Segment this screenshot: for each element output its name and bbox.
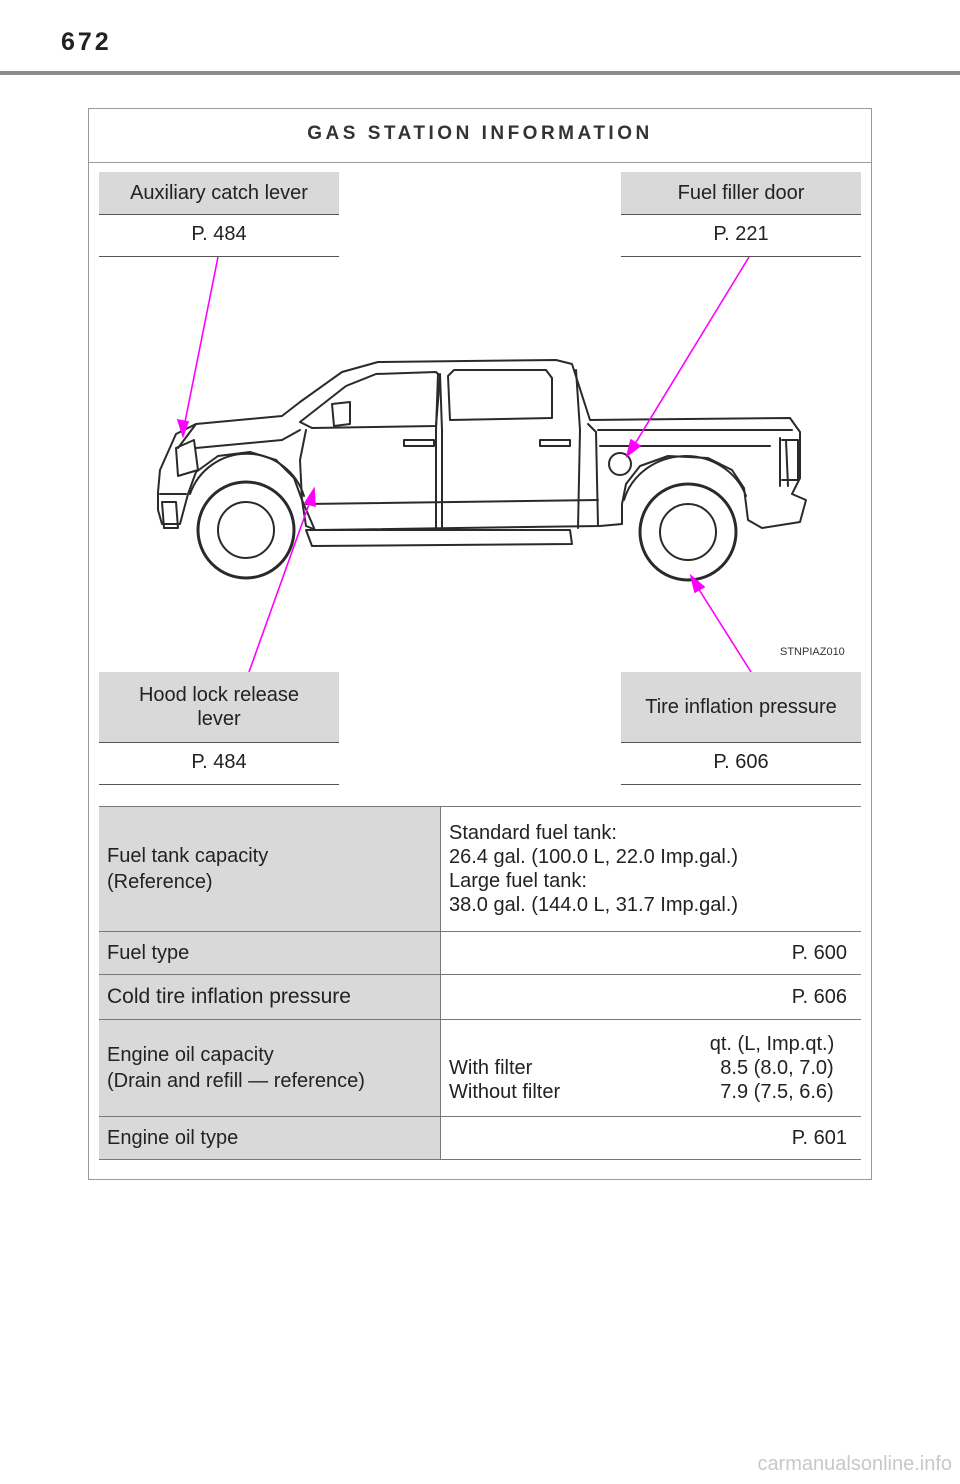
spec-label: Fuel tank capacity (Reference) (99, 807, 441, 931)
fuel-tank-value-line1: Standard fuel tank: (449, 822, 617, 844)
spec-label: Fuel type (99, 932, 441, 974)
engine-oil-capacity-label-line1: Engine oil capacity (107, 1044, 274, 1066)
fuel-tank-value-line4: 38.0 gal. (144.0 L, 31.7 Imp.gal.) (449, 894, 739, 916)
callout-tire-inflation: Tire inflation pressure P. 606 (621, 672, 861, 785)
leader-tire-inflation (692, 579, 752, 673)
fuel-tank-value-line2: 26.4 gal. (100.0 L, 22.0 Imp.gal.) (449, 846, 739, 868)
rear-wheel (638, 482, 738, 582)
fuel-type-value: P. 600 (791, 942, 847, 964)
spec-value: P. 606 (441, 975, 861, 1019)
fuel-door-shape (608, 452, 632, 476)
fuel-type-label: Fuel type (107, 942, 190, 964)
leader-aux-catch-lever (182, 256, 219, 433)
oil-with-filter-value: 8.5 (8.0, 7.0) (720, 1057, 834, 1079)
cold-tire-value: P. 606 (791, 986, 847, 1008)
top-rule (0, 71, 960, 75)
spec-row-engine-oil-type: Engine oil type P. 601 (99, 1117, 861, 1160)
callout-label: Fuel filler door (621, 172, 861, 215)
spec-value: qt. (L, Imp.qt.) With filter 8.5 (8.0, 7… (441, 1020, 861, 1116)
callout-label-line1: Hood lock release (138, 684, 300, 706)
cold-tire-label: Cold tire inflation pressure (107, 985, 351, 1008)
spec-label: Engine oil capacity (Drain and refill — … (99, 1020, 441, 1116)
callout-label-line2: lever (197, 708, 241, 730)
oil-without-filter-value: 7.9 (7.5, 6.6) (720, 1081, 834, 1103)
spec-value: P. 600 (441, 932, 861, 974)
spec-value: P. 601 (441, 1117, 861, 1159)
spec-label: Engine oil type (99, 1117, 441, 1159)
callout-label: Auxiliary catch lever (99, 172, 339, 215)
callout-page-ref: P. 484 (99, 743, 339, 785)
oil-unit: qt. (L, Imp.qt.) (709, 1033, 835, 1055)
fuel-tank-label-line2: (Reference) (107, 871, 213, 893)
fuel-tank-value-line3: Large fuel tank: (449, 870, 587, 892)
engine-oil-type-value: P. 601 (791, 1127, 847, 1149)
page-number: 672 (61, 28, 112, 56)
engine-oil-type-label: Engine oil type (107, 1127, 239, 1149)
spec-row-fuel-tank: Fuel tank capacity (Reference) Standard … (99, 807, 861, 932)
front-window (299, 371, 441, 429)
callout-hood-lock-release: Hood lock release lever P. 484 (99, 672, 339, 785)
oil-with-filter-label: With filter (449, 1057, 533, 1079)
callout-aux-catch-lever: Auxiliary catch lever P. 484 (99, 172, 339, 257)
watermark: carmanualsonline.info (757, 1453, 952, 1475)
rear-window (447, 369, 553, 421)
spec-label: Cold tire inflation pressure (99, 975, 441, 1019)
callout-fuel-filler-door: Fuel filler door P. 221 (621, 172, 861, 257)
spec-row-fuel-type: Fuel type P. 600 (99, 932, 861, 975)
engine-oil-capacity-label-line2: (Drain and refill — reference) (107, 1070, 365, 1092)
fuel-tank-label-line1: Fuel tank capacity (107, 845, 269, 867)
callout-label: Hood lock release lever (99, 672, 339, 743)
leader-hood-lock-release (248, 492, 314, 673)
spec-value: Standard fuel tank: 26.4 gal. (100.0 L, … (441, 807, 861, 931)
spec-table: Fuel tank capacity (Reference) Standard … (99, 806, 861, 1160)
callout-page-ref: P. 606 (621, 743, 861, 785)
spec-row-cold-tire: Cold tire inflation pressure P. 606 (99, 975, 861, 1020)
callout-page-ref: P. 221 (621, 215, 861, 257)
callout-label: Tire inflation pressure (621, 672, 861, 743)
front-wheel (196, 480, 296, 580)
spec-row-engine-oil-capacity: Engine oil capacity (Drain and refill — … (99, 1020, 861, 1117)
figure-code: STNPIAZ010 (780, 646, 845, 658)
callout-page-ref: P. 484 (99, 215, 339, 257)
leader-fuel-filler-door (629, 256, 750, 453)
oil-without-filter-label: Without filter (449, 1081, 561, 1103)
gas-station-panel: GAS STATION INFORMATION (88, 108, 872, 1180)
panel-title: GAS STATION INFORMATION (89, 109, 871, 163)
